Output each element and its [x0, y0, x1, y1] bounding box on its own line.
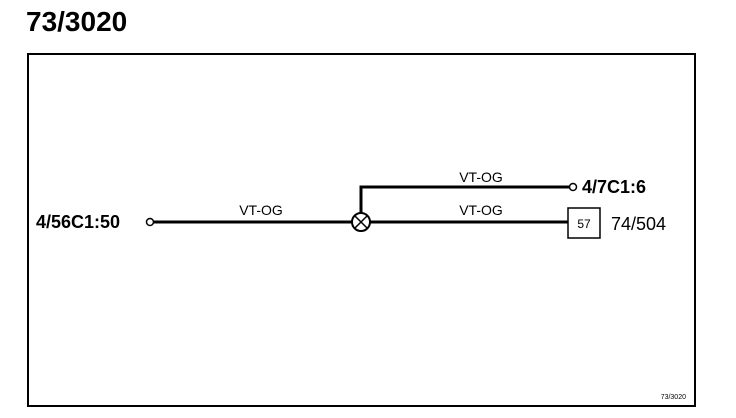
wire-main-label: VT-OG: [239, 202, 283, 218]
splice-icon: [351, 212, 371, 232]
right-connector-label: 4/7C1:6: [582, 177, 646, 197]
left-connector-terminal: [145, 217, 155, 227]
wire-upper: [359, 185, 569, 213]
component-ref-label: 74/504: [611, 214, 666, 234]
left-connector-label: 4/56C1:50: [36, 212, 120, 232]
page-title: 73/3020: [26, 6, 128, 37]
wire-lower-label: VT-OG: [459, 202, 503, 218]
diagram-frame: [27, 53, 696, 407]
component-box: [567, 207, 601, 239]
corner-reference: 73/3020: [661, 394, 686, 401]
right-connector-terminal: [568, 182, 578, 192]
wire-upper-label: VT-OG: [459, 169, 503, 185]
component-box-number: 57: [577, 217, 591, 231]
